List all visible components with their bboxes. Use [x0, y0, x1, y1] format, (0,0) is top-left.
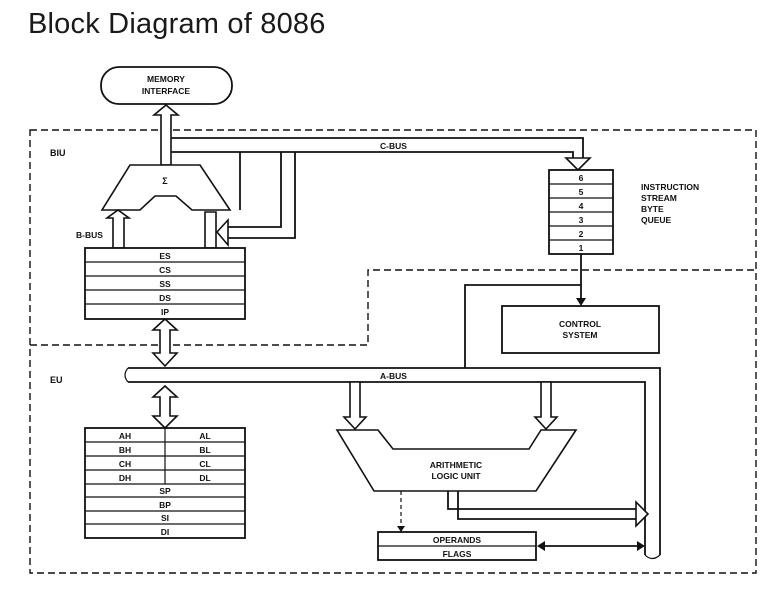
a-bus-bottom-cap: [644, 554, 661, 560]
register-di: DI: [161, 527, 170, 537]
instruction-queue: 6 5 4 3 2 1: [548, 169, 614, 255]
alu-to-flags-arrowhead: [397, 526, 405, 532]
control-system-line1: CONTROL: [559, 319, 601, 329]
alu-output-lower: [457, 491, 636, 520]
b-bus-arrow-left: [104, 209, 132, 249]
register-dh: DH: [119, 473, 131, 483]
alu-line1: ARITHMETIC: [430, 460, 482, 470]
queue-slot-6: 6: [579, 173, 584, 183]
register-al: AL: [199, 431, 210, 441]
a-bus-top: [128, 367, 661, 555]
memory-bus-arrow: [151, 103, 181, 166]
biu-eu-separator: [30, 269, 756, 346]
alu-input-arrow-right: [533, 381, 559, 431]
register-dl: DL: [199, 473, 210, 483]
memory-interface-line1: MEMORY: [147, 74, 185, 84]
register-cs: CS: [159, 265, 171, 275]
adder-sigma: Σ: [162, 176, 168, 186]
register-ah: AH: [119, 431, 131, 441]
alu-output-upper: [447, 491, 636, 510]
register-sp: SP: [159, 486, 171, 496]
a-bus-bottom: [128, 381, 646, 555]
a-bus-label: A-BUS: [380, 371, 407, 381]
memory-interface-box: [100, 66, 233, 105]
alu-body: [335, 429, 578, 492]
queue-slot-4: 4: [579, 201, 584, 211]
register-bp: BP: [159, 500, 171, 510]
queue-slot-5: 5: [579, 187, 584, 197]
register-cl: CL: [199, 459, 210, 469]
outer-boundary: [29, 129, 757, 574]
biu-eu-link-arrow: [150, 317, 180, 368]
register-ss: SS: [159, 279, 171, 289]
queue-slot-2: 2: [579, 229, 584, 239]
register-si: SI: [161, 513, 169, 523]
register-es: ES: [159, 251, 171, 261]
queue-caption-line3: BYTE: [641, 204, 664, 214]
operands-flags-box: OPERANDS FLAGS: [377, 531, 537, 561]
segment-register-file: ES CS SS DS IP: [84, 247, 246, 320]
register-ip: IP: [161, 307, 169, 317]
eu-label: EU: [50, 375, 63, 385]
b-bus-label: B-BUS: [76, 230, 103, 240]
queue-to-control-arrowhead: [576, 298, 586, 306]
eu-register-link-arrow: [150, 384, 180, 430]
memory-interface-line2: INTERFACE: [142, 86, 191, 96]
register-bl: BL: [199, 445, 210, 455]
alu-output-arrowhead: [635, 500, 650, 528]
operands-label: OPERANDS: [433, 535, 482, 545]
c-bus-arrowhead: [564, 157, 592, 172]
queue-to-alu-branch: [464, 284, 581, 368]
alu-input-arrow-left: [342, 381, 368, 431]
c-bus-lower: [171, 151, 574, 158]
queue-slot-1: 1: [579, 243, 584, 253]
queue-caption-line1: INSTRUCTION: [641, 182, 699, 192]
address-adder: [100, 164, 232, 211]
register-bh: BH: [119, 445, 131, 455]
flags-label: FLAGS: [443, 549, 472, 559]
page-title: Block Diagram of 8086: [28, 8, 326, 40]
biu-label: BIU: [50, 148, 66, 158]
b-bus-arrow-right: [204, 211, 217, 249]
register-ch: CH: [119, 459, 131, 469]
a-bus-left-cap: [124, 367, 129, 383]
general-register-file: AH AL BH BL CH CL DH DL SP BP SI DI: [84, 427, 246, 539]
c-bus-return-arrowhead: [215, 217, 229, 248]
control-system-box: [501, 305, 660, 354]
c-bus-return: [228, 152, 296, 239]
c-bus-return-inner: [228, 152, 282, 228]
c-bus-upper: [171, 137, 584, 158]
c-bus-label: C-BUS: [380, 141, 407, 151]
queue-slot-3: 3: [579, 215, 584, 225]
queue-caption-line4: QUEUE: [641, 215, 672, 225]
alu-line2: LOGIC UNIT: [431, 471, 481, 481]
flags-bus-arrow-right: [637, 541, 645, 551]
queue-caption-line2: STREAM: [641, 193, 677, 203]
register-ds: DS: [159, 293, 171, 303]
flags-bus-arrow-left: [537, 541, 545, 551]
control-system-line2: SYSTEM: [563, 330, 598, 340]
